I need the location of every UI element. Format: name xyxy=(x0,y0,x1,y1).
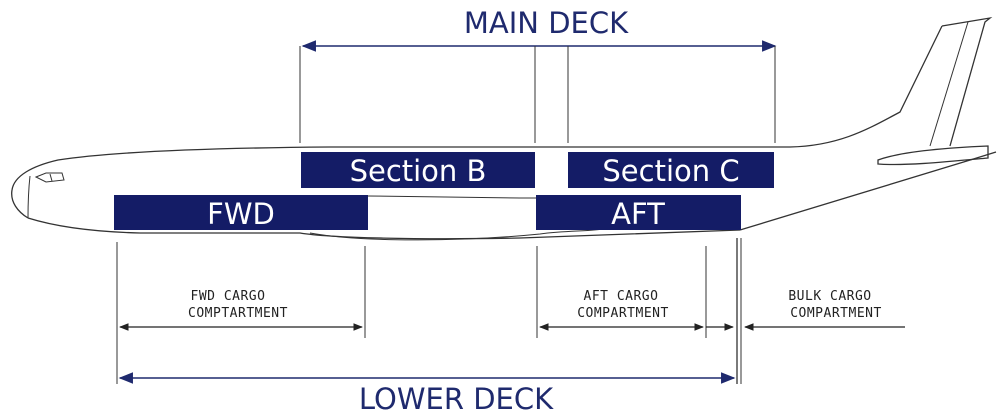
lower-deck-dimension: LOWER DECK xyxy=(118,372,736,416)
section-c-label: Section C xyxy=(602,154,739,188)
lower-deck-extension-lines xyxy=(116,238,742,384)
bulk-cargo-line2: COMPARTMENT xyxy=(790,306,882,321)
wing-fairing-line xyxy=(367,195,540,199)
section-c-box: Section C xyxy=(568,152,774,188)
tail-fin xyxy=(929,16,993,147)
bulk-cargo-line1: BULK CARGO xyxy=(788,289,871,304)
belly-fairing-line xyxy=(309,227,611,241)
main-deck-title: MAIN DECK xyxy=(464,6,629,40)
fwd-section-label: FWD xyxy=(207,197,275,231)
aft-cargo-line2: COMPARTMENT xyxy=(577,306,669,321)
aft-cargo-compartment: AFT CARGO COMPARTMENT xyxy=(539,289,734,331)
horizontal-stabilizer xyxy=(877,145,989,166)
fwd-section-box: FWD xyxy=(114,195,368,231)
aft-section-label: AFT xyxy=(611,197,665,231)
fwd-cargo-line1: FWD CARGO xyxy=(191,289,266,304)
lower-deck-title: LOWER DECK xyxy=(359,382,554,416)
section-b-label: Section B xyxy=(350,154,487,188)
fwd-cargo-compartment: FWD CARGO COMPTARTMENT xyxy=(119,289,363,331)
cockpit-window xyxy=(34,172,65,183)
fuselage-outline xyxy=(11,25,997,240)
bulk-cargo-compartment: BULK CARGO COMPARTMENT xyxy=(744,289,905,331)
fwd-cargo-line2: COMPTARTMENT xyxy=(188,306,288,321)
main-deck-dimension: MAIN DECK xyxy=(299,6,777,143)
aft-cargo-line1: AFT CARGO xyxy=(584,289,659,304)
section-b-box: Section B xyxy=(301,152,535,188)
aft-section-box: AFT xyxy=(536,195,741,231)
